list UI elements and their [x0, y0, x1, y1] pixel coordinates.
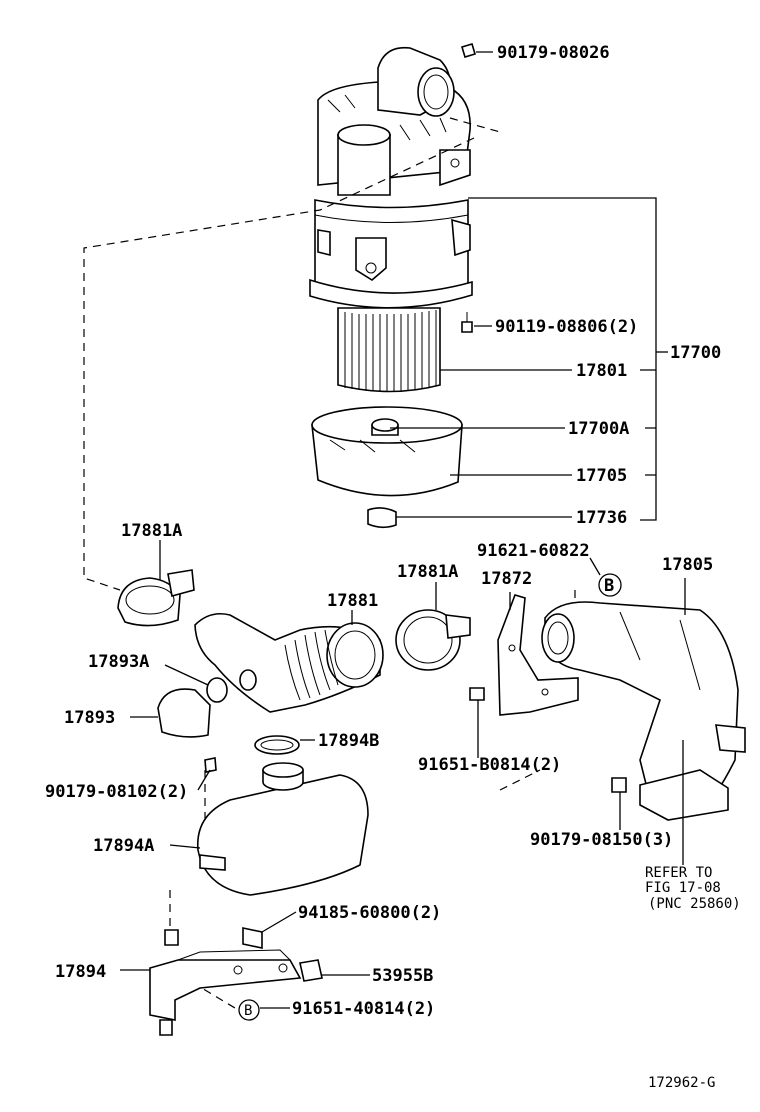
label-17805: 17805	[662, 555, 713, 575]
label-17881A-left: 17881A	[121, 521, 182, 541]
refer-line-3: (PNC 25860)	[648, 896, 741, 912]
gasket-17894B	[254, 735, 300, 755]
duct-17805	[541, 601, 746, 821]
label-17893: 17893	[64, 708, 115, 728]
label-91651-40814: 91651-40814(2)	[292, 999, 435, 1019]
small-hose-17893	[157, 677, 228, 738]
label-17881A-right: 17881A	[397, 562, 458, 582]
label-17893A: 17893A	[88, 652, 149, 672]
label-17801: 17801	[576, 361, 627, 381]
bracket-17872	[497, 594, 579, 716]
label-91651-B0814: 91651-B0814(2)	[418, 755, 561, 775]
label-90179-08150: 90179-08150(3)	[530, 830, 673, 850]
figure-id: 172962-G	[648, 1075, 715, 1091]
refer-line-2: FIG 17-08	[645, 880, 721, 896]
air-cleaner-assembly	[309, 43, 476, 529]
intake-hose	[194, 612, 384, 713]
hose-clamp-left	[117, 569, 195, 627]
refer-line-1: REFER TO	[645, 865, 712, 881]
refer-note: REFER TO FIG 17-08 (PNC 25860)	[645, 865, 741, 912]
bolts	[204, 687, 627, 793]
label-17700: 17700	[670, 343, 721, 363]
label-17894B: 17894B	[318, 731, 379, 751]
label-17894A: 17894A	[93, 836, 154, 856]
svg-text:B: B	[244, 1003, 252, 1019]
label-17700A: 17700A	[568, 419, 629, 439]
label-17872: 17872	[481, 569, 532, 589]
label-17894: 17894	[55, 962, 106, 982]
bracket-17894	[149, 927, 323, 1036]
label-53955B: 53955B	[372, 966, 433, 986]
resonator-17894A	[197, 762, 369, 896]
label-91621-60822: 91621-60822	[477, 541, 590, 561]
marker-b-top: B	[598, 573, 622, 597]
label-90179-08026: 90179-08026	[497, 43, 610, 63]
label-90119-08806: 90119-08806(2)	[495, 317, 638, 337]
label-90179-08102: 90179-08102(2)	[45, 782, 188, 802]
svg-text:B: B	[604, 576, 614, 596]
label-94185-60800: 94185-60800(2)	[298, 903, 441, 923]
label-17736: 17736	[576, 508, 627, 528]
phantom-lines	[83, 117, 576, 1009]
leader-lines	[120, 51, 686, 1009]
label-17705: 17705	[576, 466, 627, 486]
part-labels: 90179-08026 90119-08806(2) 17700 17801 1…	[45, 43, 721, 1019]
marker-b-bottom: B	[238, 999, 260, 1021]
hose-clamp-right	[395, 609, 471, 671]
label-17881: 17881	[327, 591, 378, 611]
